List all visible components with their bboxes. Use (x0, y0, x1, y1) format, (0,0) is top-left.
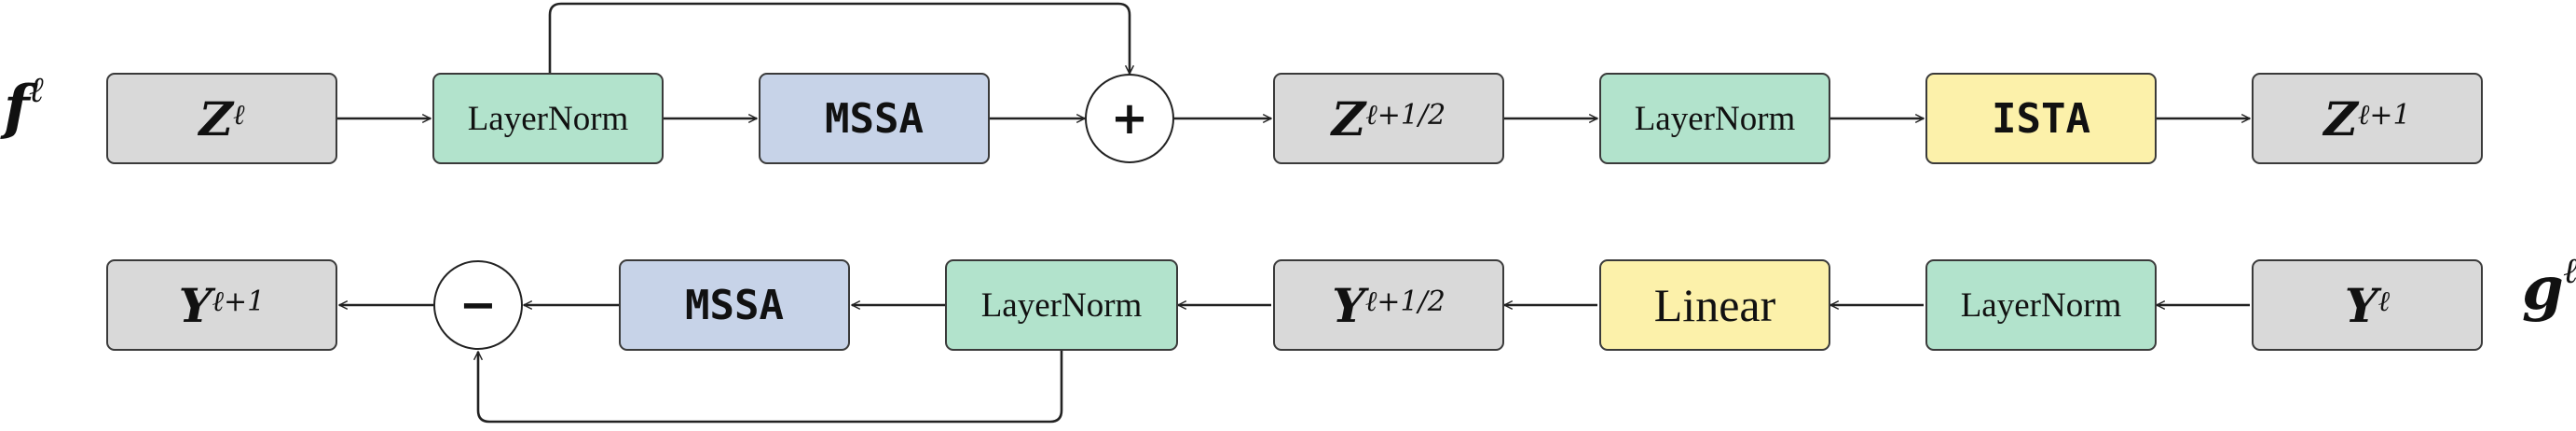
add-operator: + (1085, 74, 1174, 163)
linear-box: Linear (1599, 259, 1830, 351)
skip-connection-bottom (478, 351, 1063, 424)
layernorm-box-top-1: LayerNorm (432, 73, 664, 164)
layernorm-box-bottom-1: LayerNorm (1925, 259, 2157, 351)
mssa-box-top: MSSA (759, 73, 990, 164)
layernorm-box-bottom-2: LayerNorm (945, 259, 1178, 351)
skip-connection-top (548, 2, 1130, 74)
mssa-box-bottom: MSSA (619, 259, 850, 351)
side-label-g: gℓ (2522, 249, 2576, 324)
ista-box: ISTA (1925, 73, 2157, 164)
subtract-operator: − (433, 260, 523, 350)
layernorm-box-top-2: LayerNorm (1599, 73, 1830, 164)
side-label-f: fℓ (4, 67, 45, 143)
